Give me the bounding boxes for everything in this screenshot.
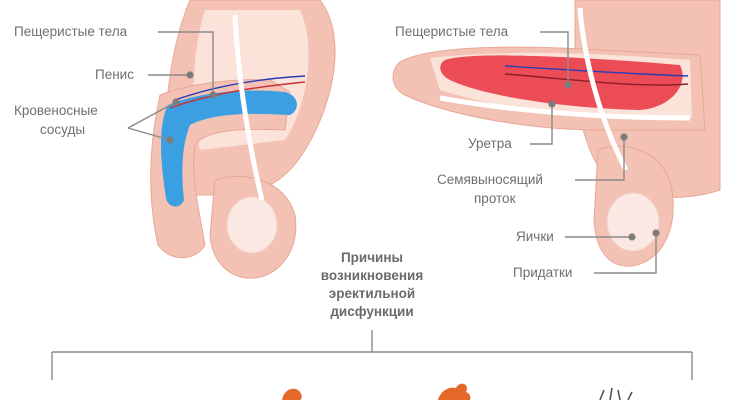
right-urethra-line — [439, 95, 691, 121]
left-urethra-line — [232, 14, 265, 201]
label-vas-line1: Семявыносящий — [437, 172, 543, 187]
cause-icon-3 — [438, 383, 471, 400]
right-testicle — [606, 192, 660, 252]
title-line2: возникновения — [321, 268, 423, 283]
cause-bracket — [51, 330, 693, 380]
cause-icons-row — [282, 383, 633, 400]
label-urethra: Уретра — [468, 136, 512, 151]
title-line3: эректильной — [329, 286, 415, 301]
label-vessels-line1: Кровеносные — [14, 103, 98, 118]
left-vessel-red — [169, 81, 306, 109]
center-title: Причины возникновения эректильной дисфун… — [321, 250, 423, 319]
left-blood-area — [161, 90, 297, 207]
left-testicle — [226, 196, 278, 254]
erect-anatomy-illustration — [392, 0, 721, 267]
label-vas-line2: проток — [474, 191, 516, 206]
flaccid-anatomy-illustration — [150, 0, 336, 279]
label-vessels-line2: сосуды — [40, 122, 85, 137]
left-leaders — [127, 31, 217, 144]
cause-icon-2 — [282, 388, 302, 400]
label-cavernous-right: Пещеристые тела — [395, 24, 509, 39]
label-penis: Пенис — [95, 67, 134, 82]
right-blood-area — [440, 55, 683, 110]
right-vessel-blue — [504, 65, 689, 77]
right-vessel-red — [504, 73, 689, 86]
right-leaders — [530, 31, 660, 274]
label-testicles: Яички — [516, 229, 554, 244]
label-epididymis: Придатки — [513, 265, 572, 280]
label-cavernous-left: Пещеристые тела — [14, 24, 128, 39]
right-vas-line — [577, 7, 629, 172]
title-line1: Причины — [341, 250, 403, 265]
title-line4: дисфункции — [330, 304, 413, 319]
cause-icon-4 — [599, 387, 633, 400]
left-vessel-blue — [174, 75, 306, 101]
